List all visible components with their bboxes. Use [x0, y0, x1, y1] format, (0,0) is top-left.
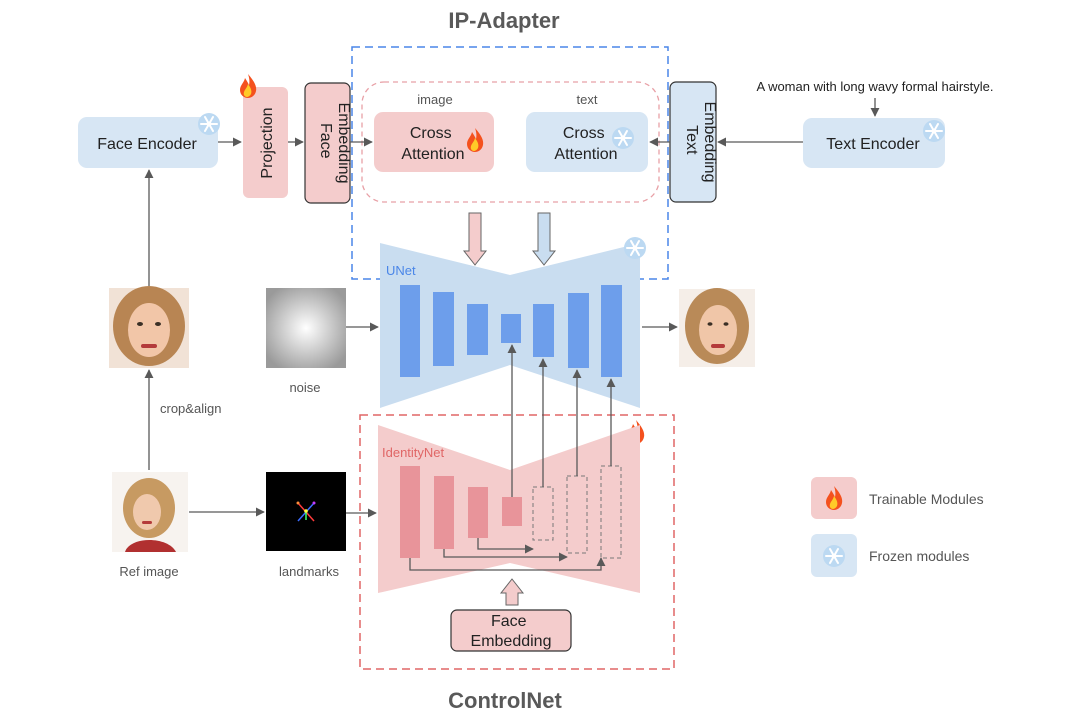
cross-attention-image-box [374, 112, 494, 172]
text-embedding-label: Text Embedding [683, 102, 718, 183]
projection-label: Projection [259, 107, 276, 178]
identitynet-block-3 [468, 487, 488, 538]
unet-frozen-snowflake-icon [623, 236, 647, 260]
landmarks-label: landmarks [279, 564, 339, 579]
text-attention-to-unet-arrow [531, 212, 557, 266]
identitynet-block-2 [434, 476, 454, 549]
identitynet-label: IdentityNet [382, 445, 445, 460]
controlnet-title: ControlNet [448, 688, 562, 713]
projection-fire-icon [240, 74, 257, 98]
cross-attention-text-snowflake-icon [611, 126, 635, 150]
top-row-arrows [218, 98, 880, 147]
text-prompt: A woman with long wavy formal hairstyle. [757, 79, 994, 94]
face-embedding-top-box [304, 82, 351, 204]
noise-image [266, 288, 346, 368]
cross-attention-text-label: Cross Attention [554, 125, 617, 163]
text-embedding-line-1: Text [683, 125, 700, 155]
unet-blocks [400, 285, 622, 377]
snowflake-icon [822, 544, 846, 568]
legend-trainable-label: Trainable Modules [869, 491, 984, 507]
crop-align-label: crop&align [160, 401, 221, 416]
image-attention-to-unet-arrow [462, 212, 488, 266]
cross-attention-image-caption: image [417, 92, 452, 107]
unet-block-3 [467, 304, 488, 355]
face-embedding-bottom-label: Face Embedding [471, 613, 552, 650]
face-encoder-box [78, 117, 218, 168]
aligned-face-image [109, 286, 189, 368]
residual-arrows [507, 344, 616, 497]
legend-frozen-label: Frozen modules [869, 548, 969, 564]
face-embedding-top-line-2: Embedding [335, 103, 352, 184]
text-encoder-box [803, 118, 945, 168]
unet-block-2 [433, 292, 454, 366]
text-embedding-line-2: Embedding [701, 102, 718, 183]
unet-block-4 [501, 314, 521, 343]
left-column-arrows [144, 169, 678, 518]
text-encoder-snowflake-icon [922, 119, 946, 143]
face-encoder-snowflake-icon [197, 112, 221, 136]
cross-attention-image-line-2: Attention [401, 146, 464, 163]
noise-label: noise [289, 380, 320, 395]
cross-attention-text-line-1: Cross [563, 125, 605, 142]
face-embedding-bottom-line-2: Embedding [471, 633, 552, 650]
unet-label: UNet [386, 263, 416, 278]
face-embedding-bottom-box [450, 609, 572, 652]
cross-attention-text-line-2: Attention [554, 146, 617, 163]
output-face-image [679, 288, 755, 367]
ref-image-label: Ref image [119, 564, 178, 579]
identitynet-skip-connections [409, 538, 606, 571]
unet-block-1 [400, 285, 420, 377]
ip-adapter-title: IP-Adapter [448, 8, 560, 33]
unet-block-7 [601, 285, 622, 377]
face-embedding-to-identitynet-arrow [499, 578, 525, 606]
face-embedding-bottom-line-1: Face [491, 613, 527, 630]
cross-attention-text-caption: text [577, 92, 598, 107]
identitynet-blocks [400, 465, 622, 559]
cross-attention-image-label: Cross Attention [401, 125, 464, 163]
landmarks-image [266, 472, 346, 551]
projection-box [243, 87, 288, 198]
face-embedding-top-label: Face Embedding [317, 103, 352, 184]
cross-attention-text-box [526, 112, 648, 172]
face-encoder-label: Face Encoder [97, 136, 197, 153]
identitynet-block-4 [502, 497, 522, 526]
legend: Trainable Modules Frozen modules [811, 477, 984, 577]
identitynet-block-1 [400, 466, 420, 558]
unet-block-5 [533, 304, 554, 357]
ref-image [112, 472, 188, 552]
face-embedding-top-line-1: Face [317, 123, 334, 159]
text-encoder-label: Text Encoder [826, 136, 920, 153]
unet-block-6 [568, 293, 589, 368]
controlnet-frame [359, 414, 675, 670]
cross-attention-image-line-1: Cross [410, 125, 452, 142]
